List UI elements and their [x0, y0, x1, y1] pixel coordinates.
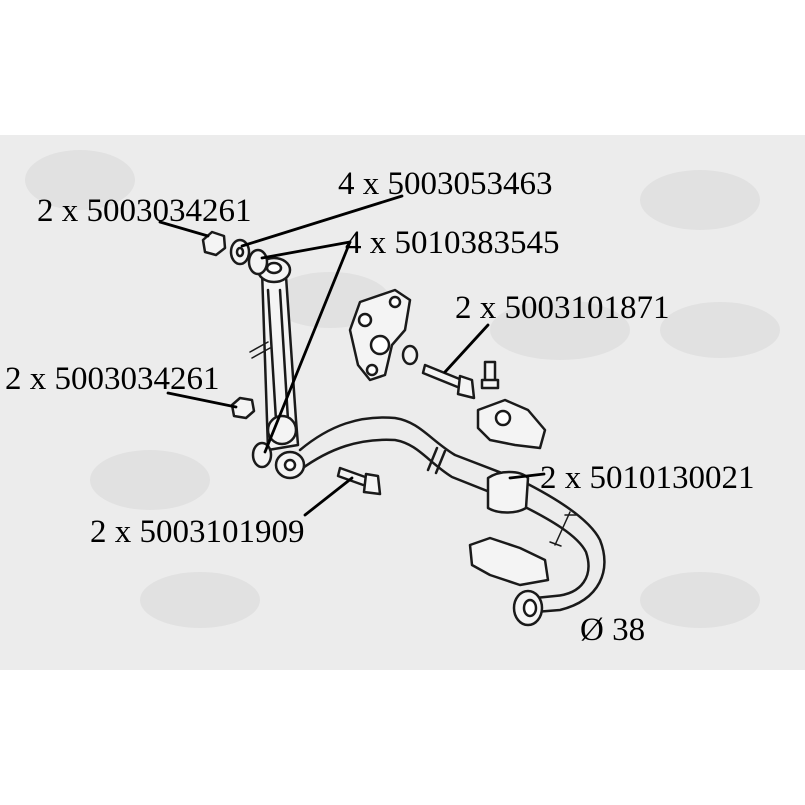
bar-clamp-upper: [476, 398, 547, 450]
leader-nut-lower: [166, 391, 238, 409]
leader-washer: [240, 194, 404, 248]
upper-bushing: [247, 248, 269, 276]
label-bushing-link: 4 x 5010383545: [345, 225, 560, 261]
leader-bar-bushing: [508, 472, 546, 480]
upper-nut: [201, 230, 227, 257]
lower-bolt: [336, 466, 370, 488]
bar-clamp-lower: [468, 536, 550, 587]
label-bushing-bar: 2 x 5010130021: [540, 460, 755, 496]
leader-bushing-a: [260, 240, 352, 260]
bar-bushing: [486, 470, 530, 514]
bracket-washer: [401, 344, 419, 366]
label-bolt-bracket: 2 x 5003101871: [455, 290, 670, 326]
leader-nut-upper: [158, 220, 210, 238]
diameter-dimension: [554, 511, 571, 546]
lower-nut: [230, 396, 256, 420]
label-bolt-lower: 2 x 5003101909: [90, 514, 305, 550]
label-nut-lower: 2 x 5003034261: [5, 361, 220, 397]
break-mark: [426, 446, 439, 472]
leader-bushing-b: [263, 240, 352, 454]
leader-bracket-bolt: [443, 323, 490, 374]
leader-lower-bolt: [303, 476, 354, 517]
watermark: [25, 150, 780, 628]
bracket-bolt: [421, 363, 464, 390]
label-nut-upper: 2 x 5003034261: [37, 193, 252, 229]
label-washer: 4 x 5003053463: [338, 166, 553, 202]
label-diameter: Ø 38: [580, 612, 646, 648]
leader-lines: [158, 194, 546, 517]
